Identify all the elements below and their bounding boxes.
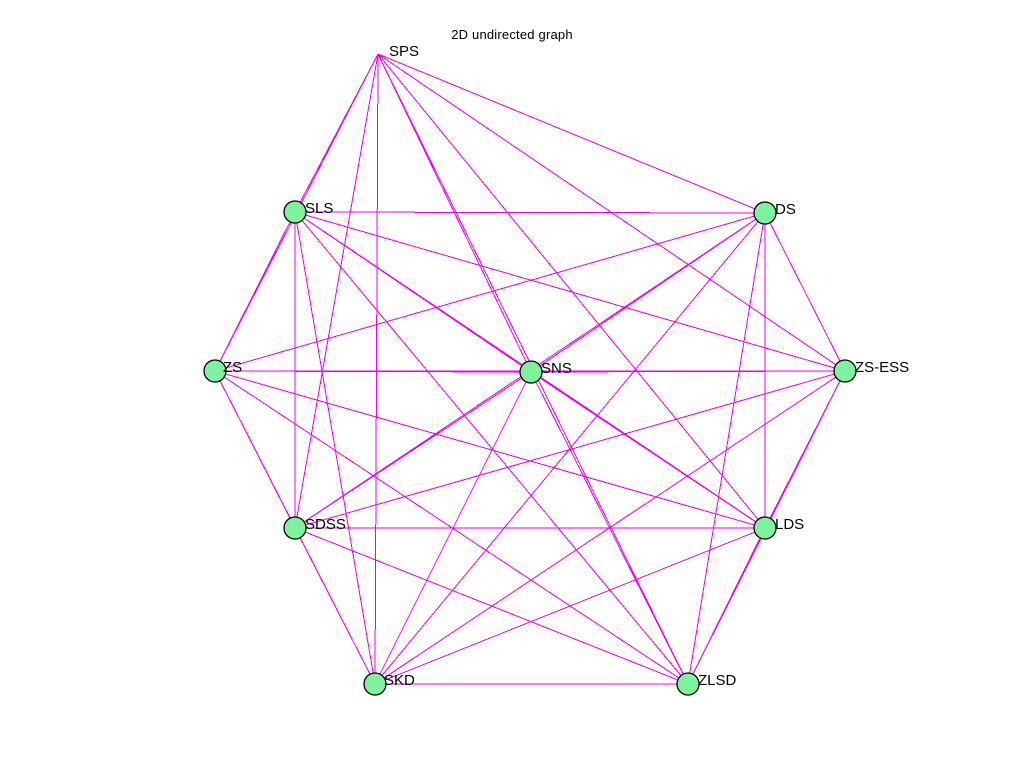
graph-edge <box>377 53 766 529</box>
graph-node[interactable] <box>203 359 227 383</box>
graph-edge <box>294 211 376 685</box>
graph-edge <box>214 212 766 372</box>
graph-edge <box>294 527 689 685</box>
node-label-zs: ZS <box>223 359 243 376</box>
graph-edge <box>530 371 766 529</box>
graph-node[interactable] <box>833 359 857 383</box>
node-layer <box>203 200 857 696</box>
node-label-skd: SKD <box>384 672 415 689</box>
node-label-sps: SPS <box>389 43 420 60</box>
graph-edge <box>687 212 766 685</box>
graph-edge <box>294 211 766 214</box>
node-label-sls: SLS <box>305 200 334 217</box>
graph-edge <box>294 527 376 685</box>
graph-edge <box>294 53 379 529</box>
graph-node[interactable] <box>753 516 777 540</box>
graph-node[interactable] <box>283 200 307 224</box>
graph-node[interactable] <box>519 360 543 384</box>
graph-edge <box>374 527 766 685</box>
graph-node[interactable] <box>363 672 387 696</box>
node-label-sns: SNS <box>541 360 572 377</box>
node-label-ds: DS <box>775 201 796 218</box>
graph-edge <box>764 212 846 372</box>
graph-edge <box>374 53 379 685</box>
node-label-zs-ess: ZS-ESS <box>855 359 910 376</box>
graph-edge <box>530 370 846 373</box>
graph-edge <box>294 211 846 372</box>
node-label-lds: LDS <box>775 516 805 533</box>
graph-edge <box>214 211 296 372</box>
node-label-sdss: SDSS <box>305 516 346 533</box>
graph-edge <box>294 211 689 685</box>
graph-edge <box>294 371 532 529</box>
graph-edge <box>294 370 846 529</box>
node-label-zlsd: ZLSD <box>698 672 737 689</box>
graph-edge <box>377 53 532 373</box>
graph-edge <box>687 527 766 685</box>
graph-node[interactable] <box>283 516 307 540</box>
graph-node[interactable] <box>676 672 700 696</box>
graph-edge <box>214 370 766 529</box>
graph-edge <box>377 53 766 214</box>
graph-node[interactable] <box>753 201 777 225</box>
page-title: 2D undirected graph <box>451 27 573 42</box>
